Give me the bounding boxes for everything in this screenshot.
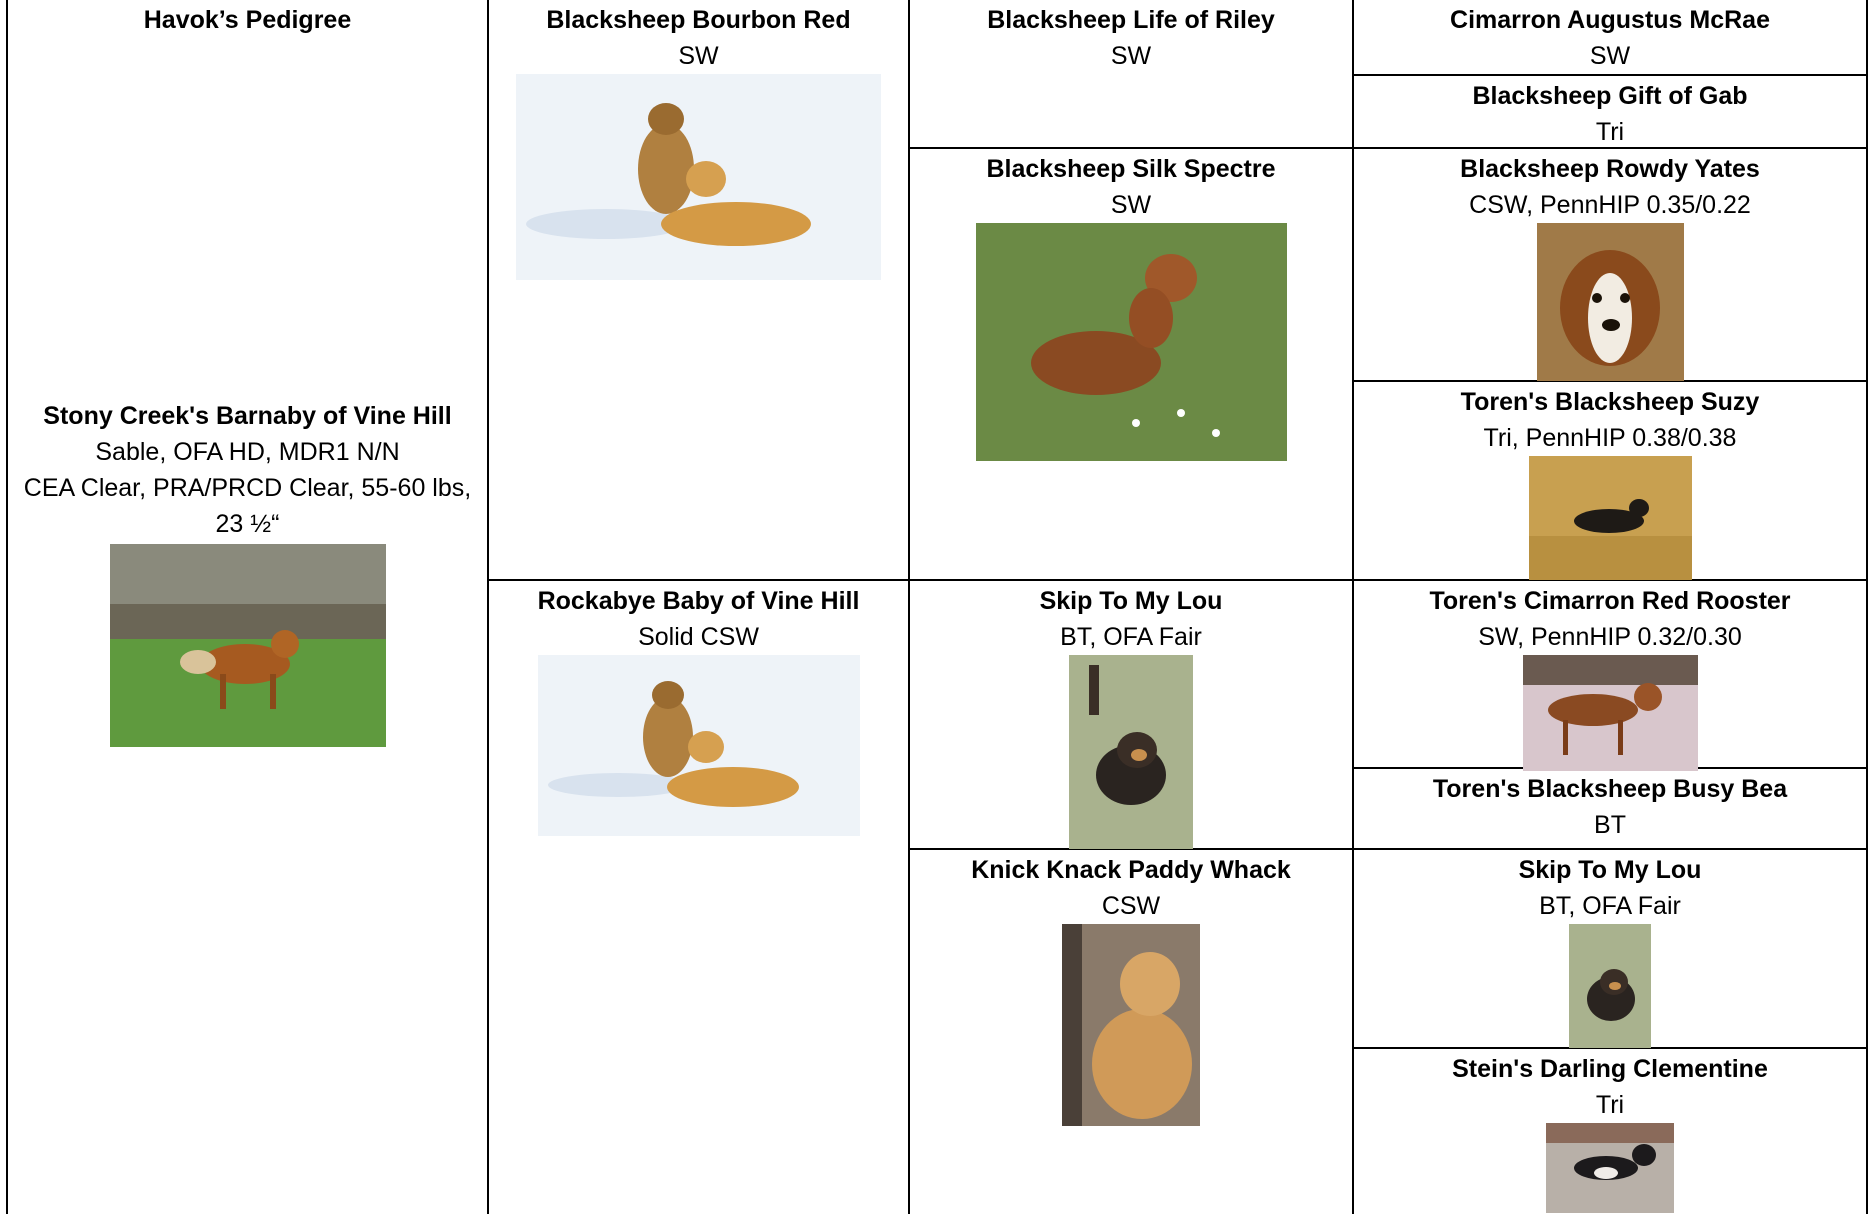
pedigree-title-cell: Havok’s Pedigree	[8, 0, 487, 38]
ggp-info: Tri, PennHIP 0.38/0.38	[1483, 424, 1737, 452]
ggp-photo	[1536, 223, 1684, 381]
dam-dam-photo	[1062, 924, 1200, 1126]
sire-dam-photo	[975, 223, 1287, 461]
sire-name: Blacksheep Bourbon Red	[546, 6, 851, 34]
dam-info: Solid CSW	[638, 623, 759, 651]
ggp-cell: Toren's Blacksheep Busy Bea BT	[1354, 769, 1866, 843]
dam-photo	[537, 655, 860, 836]
row-divider-ggp-1	[1352, 74, 1868, 76]
ggp-info: BT, OFA Fair	[1539, 892, 1681, 920]
ggp-cell: Skip To My Lou BT, OFA Fair	[1354, 850, 1866, 1048]
sire-photo	[516, 74, 881, 280]
ggp-cell: Blacksheep Gift of Gab Tri	[1354, 76, 1866, 150]
sire-dam-name: Blacksheep Silk Spectre	[986, 155, 1276, 183]
col-divider-3	[1352, 0, 1354, 1214]
ggp-photo	[1546, 1123, 1674, 1213]
ggp-info: BT	[1594, 811, 1626, 839]
ggp-name: Toren's Cimarron Red Rooster	[1429, 587, 1791, 615]
dam-dam-info: CSW	[1101, 892, 1161, 920]
border-right	[1866, 0, 1868, 1214]
ggp-info: SW	[1589, 42, 1631, 70]
subject-info-line: Sable, OFA HD, MDR1 N/N	[95, 438, 400, 466]
ggp-photo	[1528, 456, 1692, 580]
sire-sire-info: SW	[1110, 42, 1152, 70]
ggp-cell: Cimarron Augustus McRae SW	[1354, 0, 1866, 74]
ggp-name: Toren's Blacksheep Suzy	[1460, 388, 1760, 416]
dam-dam-cell: Knick Knack Paddy Whack CSW	[910, 850, 1352, 1126]
subject-info-line: CEA Clear, PRA/PRCD Clear, 55-60 lbs,	[23, 474, 472, 502]
sire-sire-name: Blacksheep Life of Riley	[987, 6, 1275, 34]
dam-dam-name: Knick Knack Paddy Whack	[971, 856, 1291, 884]
col-divider-1	[487, 0, 489, 1214]
row-divider-sire-dam	[487, 579, 1868, 581]
dam-sire-name: Skip To My Lou	[1039, 587, 1223, 615]
ggp-cell: Blacksheep Rowdy Yates CSW, PennHIP 0.35…	[1354, 149, 1866, 381]
ggp-photo	[1569, 924, 1651, 1048]
ggp-name: Stein's Darling Clementine	[1452, 1055, 1768, 1083]
dam-sire-cell: Skip To My Lou BT, OFA Fair	[910, 581, 1352, 849]
dam-cell: Rockabye Baby of Vine Hill Solid CSW	[489, 581, 908, 836]
ggp-info: Tri	[1595, 1091, 1625, 1119]
ggp-cell: Toren's Blacksheep Suzy Tri, PennHIP 0.3…	[1354, 382, 1866, 580]
sire-sire-cell: Blacksheep Life of Riley SW	[910, 0, 1352, 74]
row-divider-grandparents-top	[908, 147, 1868, 149]
dam-sire-info: BT, OFA Fair	[1060, 623, 1202, 651]
ggp-cell: Toren's Cimarron Red Rooster SW, PennHIP…	[1354, 581, 1866, 771]
subject-info-line: 23 ½“	[215, 510, 280, 538]
ggp-photo	[1522, 655, 1698, 771]
col-divider-2	[908, 0, 910, 1214]
sire-info: SW	[678, 42, 719, 70]
dam-sire-photo	[1069, 655, 1193, 849]
ggp-name: Cimarron Augustus McRae	[1450, 6, 1770, 34]
sire-dam-info: SW	[1110, 191, 1152, 219]
pedigree-title: Havok’s Pedigree	[143, 6, 352, 34]
ggp-name: Blacksheep Rowdy Yates	[1460, 155, 1760, 183]
subject-cell: Stony Creek's Barnaby of Vine Hill Sable…	[8, 396, 487, 747]
ggp-cell: Stein's Darling Clementine Tri	[1354, 1049, 1866, 1213]
border-left	[6, 0, 8, 1214]
ggp-info: CSW, PennHIP 0.35/0.22	[1469, 191, 1751, 219]
row-divider-grandparents-bottom	[908, 848, 1868, 850]
row-divider-ggp-2	[1352, 380, 1868, 382]
ggp-name: Toren's Blacksheep Busy Bea	[1432, 775, 1788, 803]
sire-cell: Blacksheep Bourbon Red SW	[489, 0, 908, 280]
sire-dam-cell: Blacksheep Silk Spectre SW	[910, 149, 1352, 461]
ggp-info: Tri	[1595, 118, 1625, 146]
ggp-info: SW, PennHIP 0.32/0.30	[1478, 623, 1742, 651]
row-divider-ggp-4	[1352, 1047, 1868, 1049]
subject-photo	[109, 544, 386, 747]
ggp-name: Blacksheep Gift of Gab	[1472, 82, 1748, 110]
ggp-name: Skip To My Lou	[1518, 856, 1702, 884]
subject-name: Stony Creek's Barnaby of Vine Hill	[43, 402, 452, 430]
dam-name: Rockabye Baby of Vine Hill	[537, 587, 860, 615]
